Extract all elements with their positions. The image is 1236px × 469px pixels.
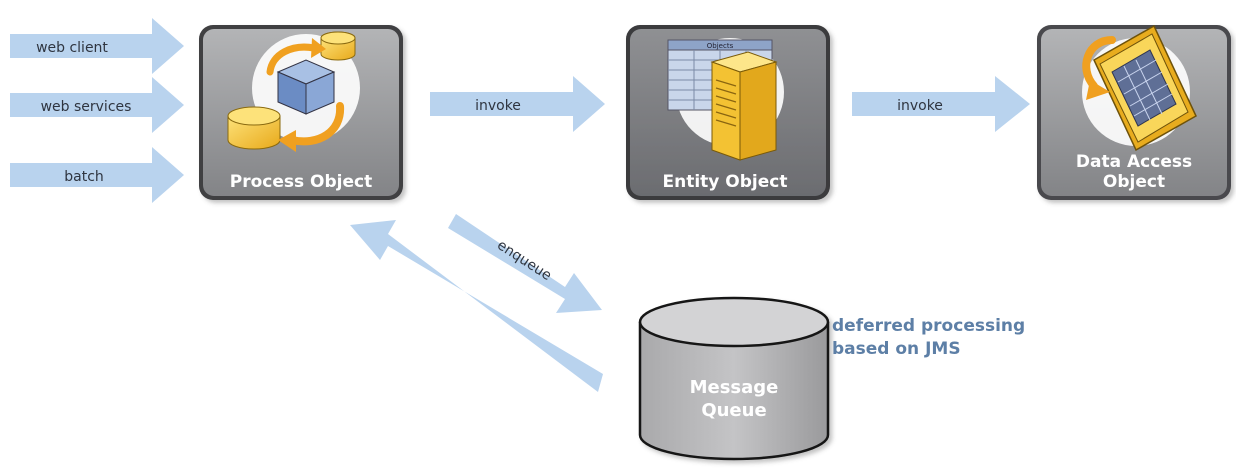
label-invoke-2: invoke <box>897 98 943 114</box>
data-access-object-title-line2: Object <box>1103 172 1165 192</box>
process-object-title: Process Object <box>230 172 372 192</box>
arrow-dequeue-return <box>350 220 603 392</box>
arrow-web-client: web client <box>10 18 184 74</box>
data-access-object-icon <box>1082 24 1197 152</box>
note-line2: based on JMS <box>832 339 961 359</box>
note-line1: deferred processing <box>832 316 1025 336</box>
entity-object-icon: Objects <box>667 39 778 161</box>
message-queue-cylinder <box>638 296 830 461</box>
label-web-services: web services <box>41 99 132 115</box>
label-web-client: web client <box>36 40 108 56</box>
label-batch: batch <box>64 169 104 185</box>
arrow-invoke-1: invoke <box>430 76 605 132</box>
label-invoke-1: invoke <box>475 98 521 114</box>
process-object-icon <box>227 31 356 152</box>
arrow-batch: batch <box>10 147 184 203</box>
data-access-object-title-line1: Data Access <box>1076 152 1192 172</box>
message-queue-line1: Message <box>690 377 779 398</box>
arrow-web-services: web services <box>10 77 184 133</box>
objects-sheet-label: Objects <box>707 42 734 50</box>
message-queue-line2: Queue <box>701 400 766 421</box>
arrow-invoke-2: invoke <box>852 76 1030 132</box>
entity-object-title: Entity Object <box>663 172 788 192</box>
arrow-enqueue: enqueue <box>448 214 602 313</box>
